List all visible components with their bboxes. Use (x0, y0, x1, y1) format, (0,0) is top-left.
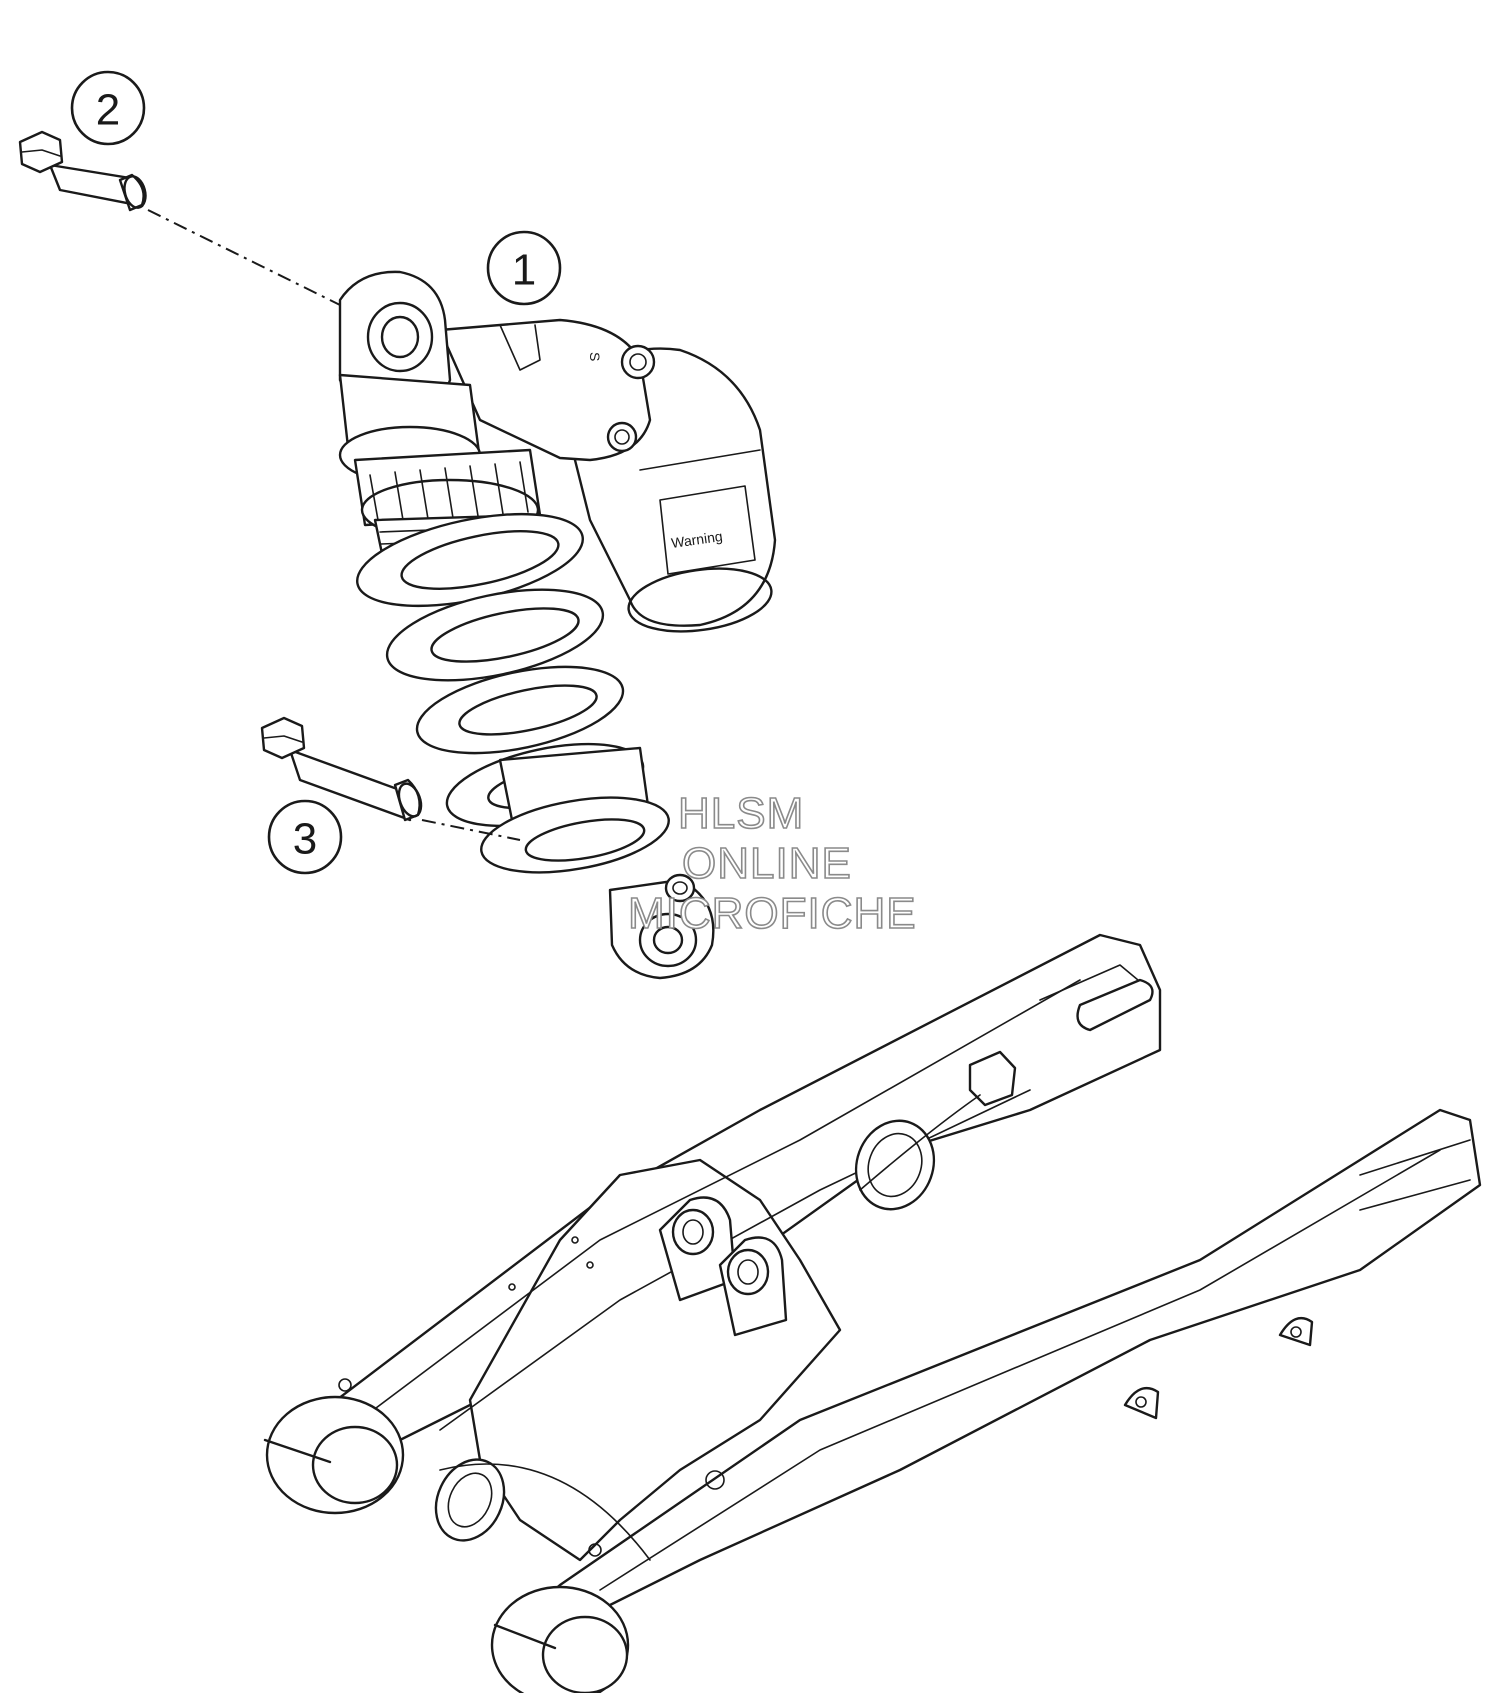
swingarm (263, 933, 1482, 1693)
lower-bolt (260, 716, 423, 822)
warning-text: Warning (670, 528, 723, 551)
upper-bolt (18, 130, 147, 212)
watermark-line-1: HLSM (678, 789, 804, 838)
callout-1: 1 (486, 230, 562, 306)
watermark: HLSM ONLINE MICROFICHE (627, 788, 917, 939)
watermark-line-3: MICROFICHE (628, 889, 917, 938)
callout-1-number: 1 (512, 246, 536, 295)
shock-absorber: Warning S (338, 270, 777, 980)
adjuster-label: S (587, 352, 603, 361)
lower-bolt-axis-line (421, 819, 521, 841)
callout-3-number: 3 (293, 815, 317, 864)
callout-2-number: 2 (96, 86, 120, 135)
callout-2: 2 (70, 70, 146, 146)
callout-3: 3 (267, 799, 343, 875)
upper-bolt-axis-line (147, 209, 341, 306)
watermark-line-2: ONLINE (682, 839, 852, 888)
